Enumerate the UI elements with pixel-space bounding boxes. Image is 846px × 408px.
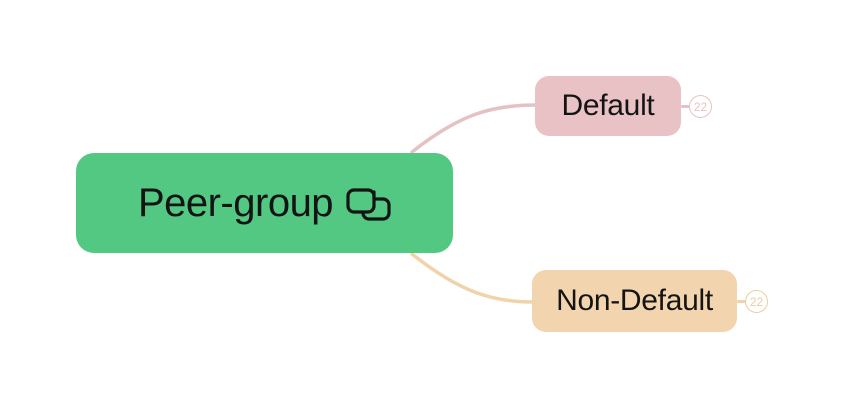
root-topic-peer-group[interactable]: Peer-group [76, 153, 453, 253]
badge-connector-default [681, 105, 690, 108]
link-icon[interactable] [346, 188, 391, 221]
count-badge-default[interactable]: 22 [689, 95, 712, 118]
count-badge-non-default[interactable]: 22 [745, 290, 768, 313]
root-topic-label: Peer-group [137, 180, 334, 225]
count-badge-value: 22 [749, 294, 764, 309]
count-badge-value: 22 [693, 99, 708, 114]
link-icon-front-frame [346, 188, 376, 214]
branch-connector-non-default [410, 252, 535, 304]
badge-connector-non-default [737, 300, 746, 303]
child-topic-non-default[interactable]: Non-Default [532, 270, 737, 332]
child-topic-label: Default [561, 89, 655, 122]
child-topic-label: Non-Default [556, 284, 713, 317]
child-topic-default[interactable]: Default [535, 76, 681, 136]
branch-connector-default [410, 103, 538, 154]
